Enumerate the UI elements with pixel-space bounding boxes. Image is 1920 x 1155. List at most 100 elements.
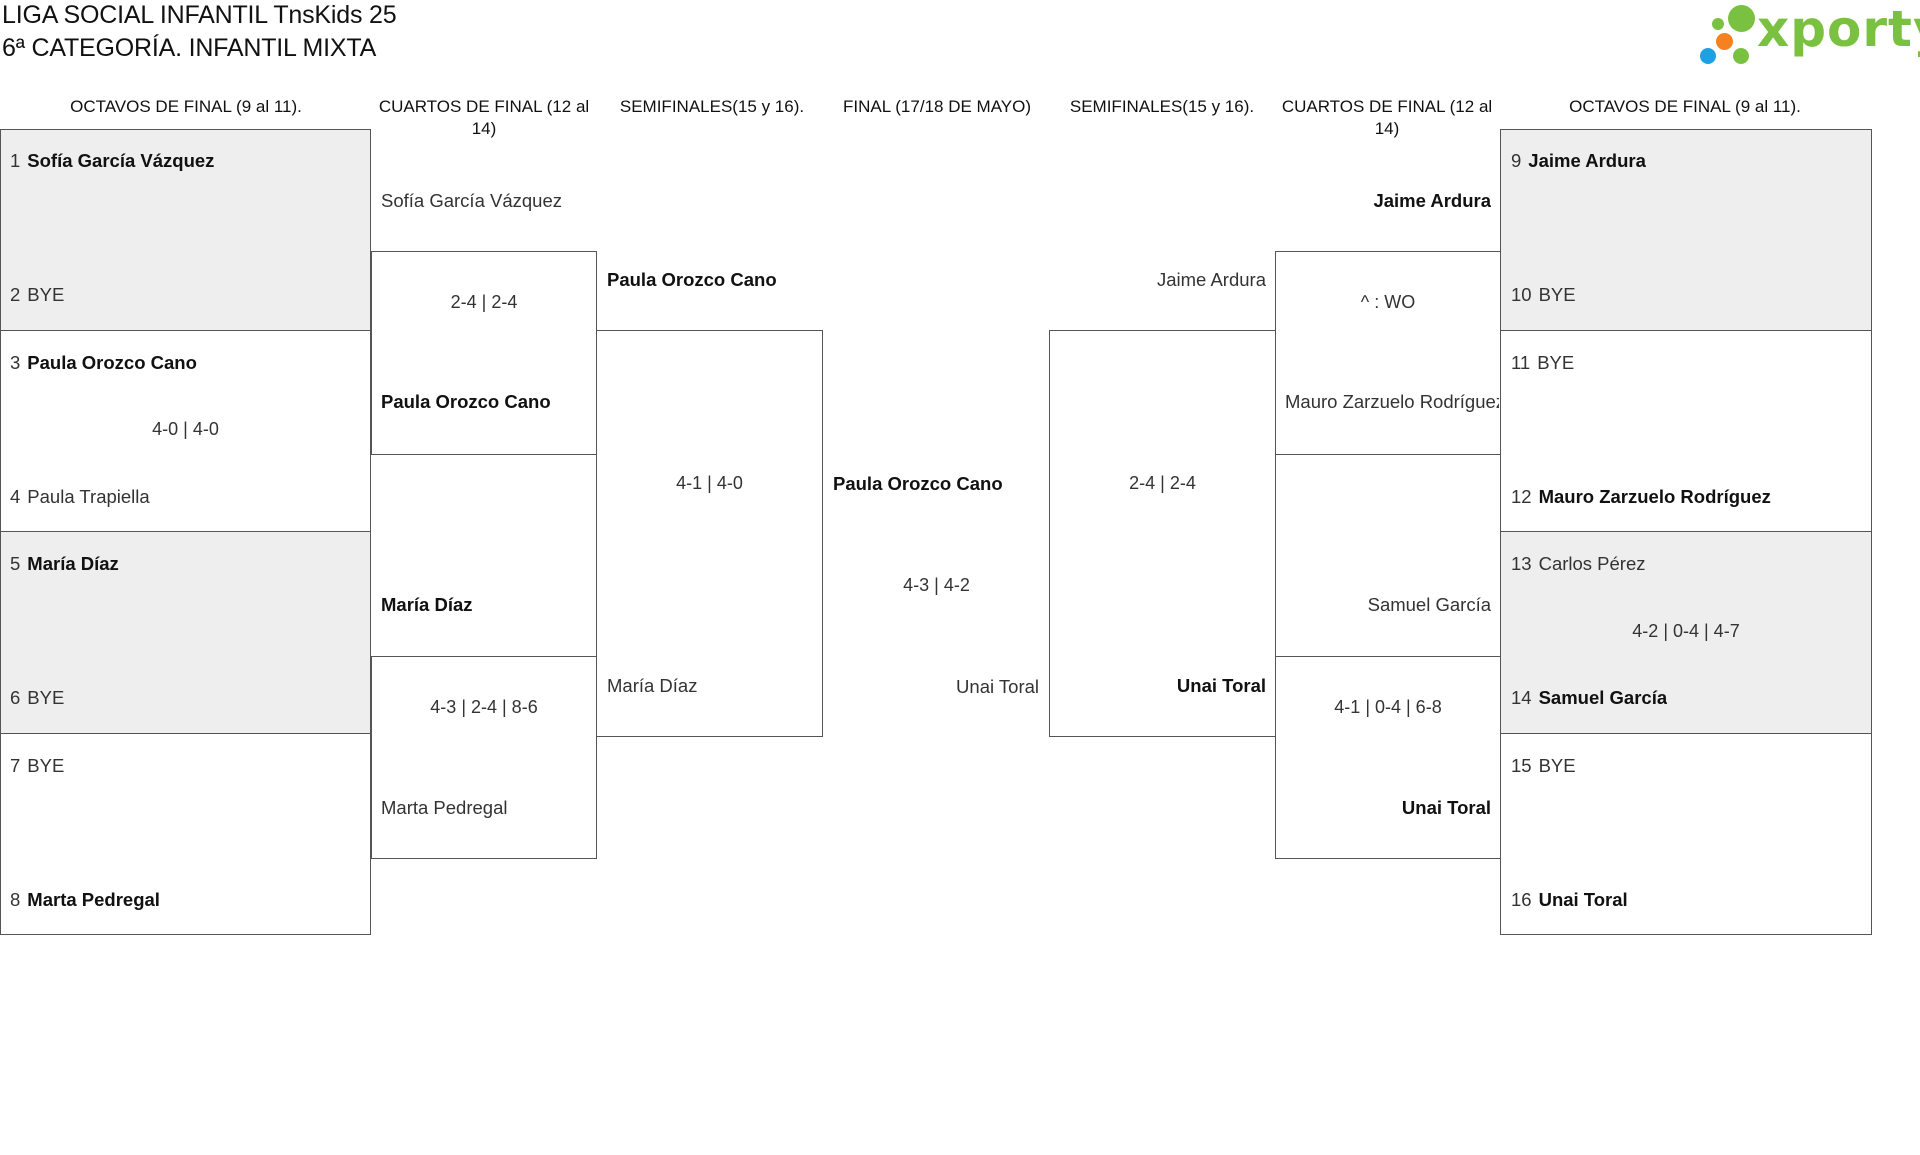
tournament-title: LIGA SOCIAL INFANTIL TnsKids 25	[2, 1, 397, 29]
player-name: Mauro Zarzuelo Rodríguez	[1285, 391, 1499, 412]
seed-number: 12	[1511, 486, 1532, 507]
player-name: BYE	[27, 687, 65, 708]
player-name: BYE	[1537, 352, 1575, 373]
header-semis-left: SEMIFINALES(15 y 16).	[619, 97, 805, 116]
seed-number: 2	[10, 284, 21, 305]
match-score: 4-2 | 0-4 | 4-7	[1632, 621, 1740, 641]
seed-number: 4	[10, 486, 21, 507]
match-box-cuartos-right-2	[1275, 656, 1501, 859]
seed-number: 16	[1511, 889, 1532, 910]
logo-dot-orange	[1716, 33, 1733, 50]
player-entry: 2 BYE	[10, 284, 64, 306]
player-name: Paula Orozco Cano	[381, 391, 551, 412]
match-score: 4-1 | 4-0	[676, 473, 743, 493]
player-name: Sofía García Vázquez	[381, 190, 562, 211]
match-score: 4-1 | 0-4 | 6-8	[1334, 697, 1442, 717]
player-entry: 4 Paula Trapiella	[10, 486, 150, 508]
player-entry: 6 BYE	[10, 687, 64, 709]
player-name: Mauro Zarzuelo Rodríguez	[1538, 486, 1771, 507]
seed-number: 13	[1511, 553, 1532, 574]
match-box-octavos-right-3	[1500, 531, 1872, 734]
player-entry: 3 Paula Orozco Cano	[10, 352, 197, 374]
seed-number: 7	[10, 755, 21, 776]
seed-number: 11	[1511, 352, 1531, 373]
player-entry: 10 BYE	[1511, 284, 1576, 306]
player-name: BYE	[27, 755, 65, 776]
xporty-logo: xporty	[1695, 0, 1920, 72]
match-box-octavos-right-1	[1500, 129, 1872, 331]
header-octavos-left: OCTAVOS DE FINAL (9 al 11).	[70, 97, 302, 116]
match-box-cuartos-right-1	[1275, 251, 1501, 455]
player-entry: 16 Unai Toral	[1511, 889, 1628, 911]
player-entry: 14 Samuel García	[1511, 687, 1667, 709]
player-entry: 9 Jaime Ardura	[1511, 150, 1646, 172]
seed-number: 9	[1511, 150, 1522, 171]
player-name: María Díaz	[607, 675, 698, 696]
logo-dot-green	[1728, 5, 1755, 32]
match-score: ^ : WO	[1360, 292, 1416, 312]
match-score: 2-4 | 2-4	[450, 292, 518, 312]
player-name: BYE	[27, 284, 65, 305]
player-entry: 8 Marta Pedregal	[10, 889, 160, 911]
player-name: María Díaz	[381, 594, 473, 615]
match-box-cuartos-left-2	[371, 656, 597, 859]
player-name: Marta Pedregal	[27, 889, 160, 910]
player-entry: 5 María Díaz	[10, 553, 119, 575]
player-name: Paula Orozco Cano	[27, 352, 197, 373]
header-cuartos-right: CUARTOS DE FINAL (12 al 14)	[1281, 97, 1493, 138]
player-name: BYE	[1538, 284, 1576, 305]
match-box-octavos-right-4	[1500, 733, 1872, 935]
match-score: 4-3 | 4-2	[903, 575, 970, 595]
header-semis-right: SEMIFINALES(15 y 16).	[1069, 97, 1255, 116]
logo-dot-green-2	[1733, 48, 1749, 64]
seed-number: 10	[1511, 284, 1532, 305]
seed-number: 1	[10, 150, 21, 171]
player-name: María Díaz	[27, 553, 119, 574]
match-box-octavos-left-1	[0, 129, 371, 331]
seed-number: 3	[10, 352, 21, 373]
category-title: 6ª CATEGORÍA. INFANTIL MIXTA	[2, 34, 377, 62]
header-cuartos-left: CUARTOS DE FINAL (12 al 14)	[378, 97, 590, 138]
seed-number: 5	[10, 553, 21, 574]
logo-dot-green-small	[1712, 18, 1724, 30]
match-score: 2-4 | 2-4	[1129, 473, 1196, 493]
header-octavos-right: OCTAVOS DE FINAL (9 al 11).	[1569, 97, 1801, 116]
logo-dot-blue	[1700, 48, 1716, 64]
match-box-octavos-left-4	[0, 733, 371, 935]
player-name: Unai Toral	[956, 676, 1039, 697]
player-entry: 13 Carlos Pérez	[1511, 553, 1646, 575]
match-box-cuartos-left-1	[371, 251, 597, 455]
seed-number: 14	[1511, 687, 1532, 708]
player-entry: 1 Sofía García Vázquez	[10, 150, 214, 172]
player-entry: 12 Mauro Zarzuelo Rodríguez	[1511, 486, 1771, 508]
match-box-octavos-right-2	[1500, 330, 1872, 532]
player-name: Sofía García Vázquez	[27, 150, 215, 171]
match-score: 4-3 | 2-4 | 8-6	[430, 697, 538, 717]
player-name: Marta Pedregal	[381, 797, 508, 818]
player-name: Paula Orozco Cano	[607, 269, 777, 290]
player-name: Jaime Ardura	[1157, 269, 1266, 290]
player-entry: 7 BYE	[10, 755, 64, 777]
player-entry: 11 BYE	[1511, 352, 1574, 374]
player-name: Paula Orozco Cano	[833, 473, 1003, 494]
player-name: Unai Toral	[1401, 797, 1491, 818]
header-final: FINAL (17/18 DE MAYO)	[843, 97, 1031, 116]
player-name: Jaime Ardura	[1528, 150, 1646, 171]
seed-number: 6	[10, 687, 21, 708]
player-name: Paula Trapiella	[27, 486, 150, 507]
seed-number: 15	[1511, 755, 1532, 776]
player-name: Unai Toral	[1538, 889, 1628, 910]
player-name: Samuel García	[1538, 687, 1668, 708]
match-box-octavos-left-2	[0, 330, 371, 532]
player-name: Jaime Ardura	[1373, 190, 1491, 211]
player-name: BYE	[1538, 755, 1576, 776]
logo-text: xporty	[1757, 0, 1920, 58]
player-name: Unai Toral	[1176, 675, 1266, 696]
player-name: Carlos Pérez	[1538, 553, 1646, 574]
match-box-semis-right	[1049, 330, 1276, 737]
seed-number: 8	[10, 889, 21, 910]
match-box-semis-left	[596, 330, 823, 737]
player-name: Samuel García	[1367, 594, 1491, 615]
player-entry: 15 BYE	[1511, 755, 1576, 777]
match-score: 4-0 | 4-0	[152, 419, 219, 439]
